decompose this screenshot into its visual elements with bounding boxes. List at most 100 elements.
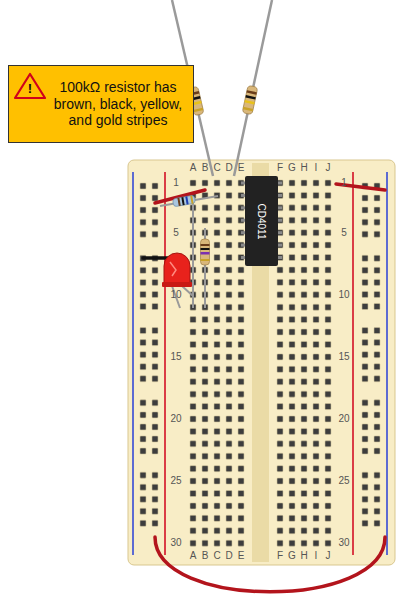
breadboard-hole bbox=[238, 354, 244, 360]
breadboard-hole bbox=[325, 267, 331, 273]
breadboard-hole bbox=[277, 453, 283, 459]
breadboard-hole bbox=[325, 478, 331, 484]
breadboard-hole bbox=[238, 205, 244, 211]
breadboard-hole bbox=[140, 412, 146, 418]
breadboard-hole bbox=[362, 520, 368, 526]
breadboard-hole bbox=[226, 217, 232, 223]
breadboard-hole bbox=[289, 329, 295, 335]
breadboard-hole bbox=[289, 515, 295, 521]
breadboard-hole bbox=[313, 292, 319, 298]
breadboard-hole bbox=[214, 391, 220, 397]
breadboard-hole bbox=[202, 341, 208, 347]
breadboard-hole bbox=[140, 340, 146, 346]
breadboard-hole bbox=[362, 424, 368, 430]
breadboard-hole bbox=[152, 340, 158, 346]
row-number: 5 bbox=[173, 228, 179, 238]
breadboard-hole bbox=[362, 400, 368, 406]
breadboard-hole bbox=[374, 412, 380, 418]
breadboard-hole bbox=[140, 328, 146, 334]
breadboard-hole bbox=[226, 428, 232, 434]
resistor-lead bbox=[160, 196, 218, 206]
breadboard bbox=[128, 160, 395, 565]
breadboard-hole bbox=[214, 217, 220, 223]
positive-rail-line bbox=[352, 172, 354, 555]
breadboard-hole bbox=[289, 428, 295, 434]
breadboard-hole bbox=[313, 528, 319, 534]
breadboard-hole bbox=[152, 183, 158, 189]
breadboard-hole bbox=[214, 416, 220, 422]
breadboard-hole bbox=[226, 180, 232, 186]
breadboard-hole bbox=[374, 496, 380, 502]
breadboard-hole bbox=[374, 231, 380, 237]
breadboard-hole bbox=[325, 329, 331, 335]
breadboard-hole bbox=[202, 391, 208, 397]
breadboard-hole bbox=[313, 242, 319, 248]
breadboard-hole bbox=[313, 428, 319, 434]
breadboard-hole bbox=[238, 279, 244, 285]
breadboard-hole bbox=[374, 400, 380, 406]
breadboard-hole bbox=[190, 404, 196, 410]
breadboard-hole bbox=[374, 508, 380, 514]
breadboard-hole bbox=[152, 436, 158, 442]
breadboard-hole bbox=[289, 379, 295, 385]
breadboard-hole bbox=[374, 219, 380, 225]
breadboard-hole bbox=[238, 304, 244, 310]
breadboard-hole bbox=[301, 192, 307, 198]
breadboard-hole bbox=[140, 303, 146, 309]
column-letter: G bbox=[288, 551, 296, 561]
breadboard-hole bbox=[190, 416, 196, 422]
led-glint bbox=[170, 262, 176, 276]
breadboard-hole bbox=[301, 329, 307, 335]
breadboard-hole bbox=[238, 441, 244, 447]
breadboard-hole bbox=[325, 217, 331, 223]
breadboard-hole bbox=[301, 503, 307, 509]
breadboard-hole bbox=[362, 412, 368, 418]
breadboard-hole bbox=[277, 441, 283, 447]
breadboard-hole bbox=[152, 496, 158, 502]
lead-wire bbox=[192, 200, 194, 308]
breadboard-hole bbox=[152, 424, 158, 430]
breadboard-hole bbox=[214, 242, 220, 248]
breadboard-hole bbox=[238, 404, 244, 410]
breadboard-hole bbox=[277, 515, 283, 521]
breadboard-hole bbox=[301, 317, 307, 323]
breadboard-hole bbox=[313, 180, 319, 186]
column-letter: C bbox=[213, 551, 220, 561]
breadboard-hole bbox=[238, 230, 244, 236]
breadboard-hole bbox=[325, 341, 331, 347]
breadboard-hole bbox=[140, 400, 146, 406]
breadboard-hole bbox=[313, 230, 319, 236]
resistor-band bbox=[201, 244, 210, 246]
breadboard-hole bbox=[289, 242, 295, 248]
breadboard-hole bbox=[289, 391, 295, 397]
breadboard-hole bbox=[152, 400, 158, 406]
breadboard-hole bbox=[362, 484, 368, 490]
breadboard-hole bbox=[289, 304, 295, 310]
ic-chip: CD4011 bbox=[245, 176, 278, 266]
breadboard-hole bbox=[325, 192, 331, 198]
breadboard-hole bbox=[325, 540, 331, 546]
breadboard-hole bbox=[374, 328, 380, 334]
breadboard-hole bbox=[202, 478, 208, 484]
led-leg bbox=[182, 286, 193, 296]
breadboard-hole bbox=[140, 448, 146, 454]
breadboard-hole bbox=[140, 472, 146, 478]
breadboard-hole bbox=[214, 255, 220, 261]
breadboard-hole bbox=[325, 366, 331, 372]
breadboard-hole bbox=[238, 242, 244, 248]
breadboard-hole bbox=[202, 354, 208, 360]
breadboard-hole bbox=[362, 303, 368, 309]
breadboard-hole bbox=[301, 540, 307, 546]
breadboard-hole bbox=[190, 180, 196, 186]
breadboard-hole bbox=[190, 428, 196, 434]
breadboard-hole bbox=[289, 441, 295, 447]
led-body bbox=[164, 253, 190, 284]
breadboard-hole bbox=[313, 478, 319, 484]
breadboard-hole bbox=[140, 267, 146, 273]
breadboard-hole bbox=[313, 329, 319, 335]
breadboard-hole bbox=[214, 329, 220, 335]
breadboard-hole bbox=[362, 436, 368, 442]
breadboard-hole bbox=[277, 329, 283, 335]
breadboard-hole bbox=[202, 317, 208, 323]
breadboard-hole bbox=[362, 376, 368, 382]
